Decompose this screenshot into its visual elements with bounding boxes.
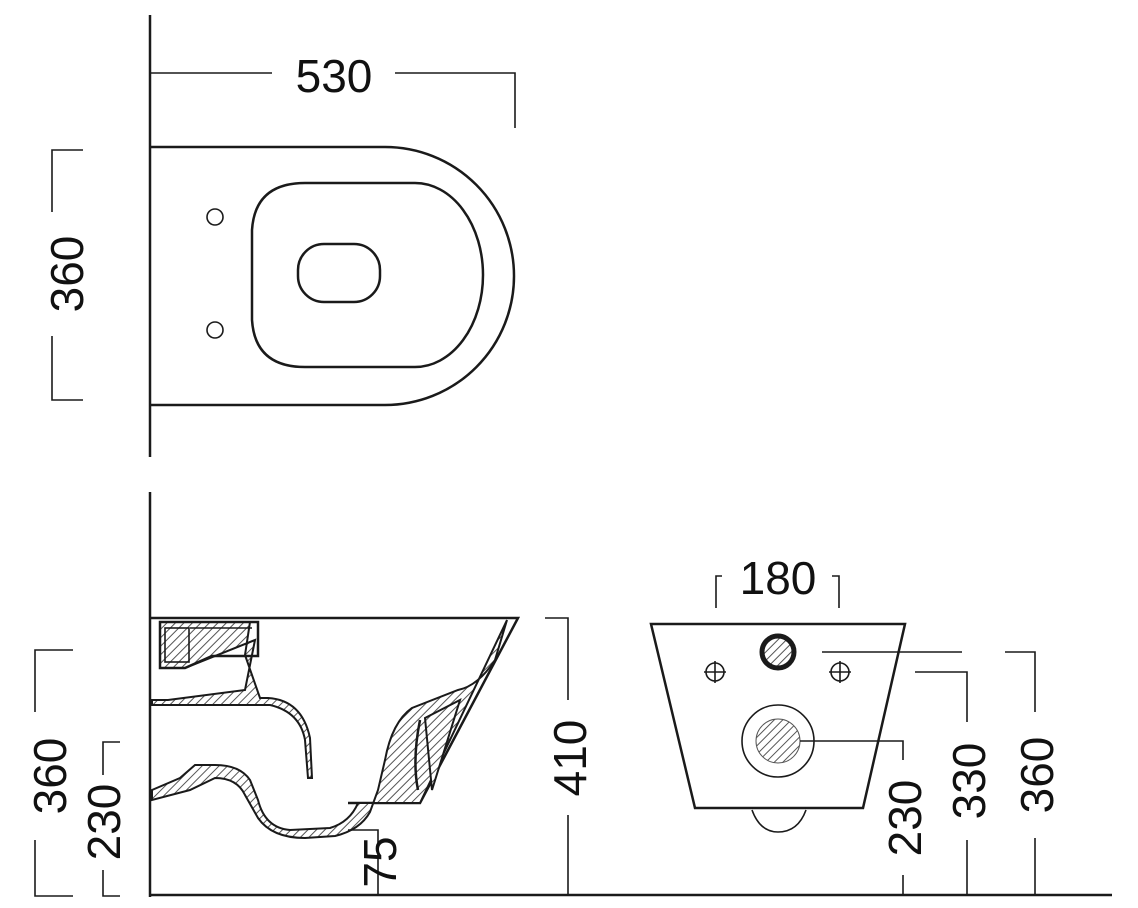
dim-label-rear-height-bolts: 330 [943,743,995,820]
water-inlet [759,633,797,671]
side-view: 360 230 75 410 [24,492,1112,897]
dim-label-side-height-outlet: 230 [78,784,130,861]
rear-fixing-hole-left [704,661,726,683]
dim-top-width: 360 [41,149,93,401]
drain-outlet [755,718,801,764]
dim-rear-height-total: 360 [822,651,1063,895]
dim-side-outlet-offset: 75 [348,829,406,895]
dim-label-side-height-rim: 410 [544,720,596,797]
rear-outline [649,622,907,810]
rear-view: 180 230 330 360 [649,552,1063,895]
dim-label-top-length: 530 [296,50,373,102]
dim-side-height-total: 360 [24,649,76,897]
dim-label-rear-bolt-spacing: 180 [740,552,817,604]
ceramic-section-front [151,619,508,840]
dim-side-height-rim: 410 [544,617,596,895]
dim-top-length: 530 [150,50,516,128]
fixing-hole-top [206,208,224,226]
top-view: 530 360 [41,15,516,457]
front-cavity-line [414,719,422,791]
front-cavity-hatch [423,698,462,791]
bowl-outline [150,145,516,407]
rear-fixing-hole-right [829,661,851,683]
dim-rear-height-outlet: 230 [800,740,931,895]
dim-label-rear-height-outlet: 230 [879,780,931,857]
dim-label-side-height-total: 360 [24,738,76,815]
dim-label-side-outlet-offset: 75 [354,836,406,887]
dim-rear-bolt-spacing: 180 [715,552,840,608]
fixing-hole-bottom [206,321,224,339]
trapway-section [151,621,314,779]
seat-opening [250,181,485,369]
dim-side-height-outlet: 230 [78,741,130,897]
flush-inlet [164,627,190,663]
rear-outlet-bottom [751,809,807,833]
dim-label-rear-height-total: 360 [1011,737,1063,814]
dim-label-top-width: 360 [41,236,93,313]
dim-rear-height-bolts: 330 [915,671,995,895]
drain-opening [296,242,382,304]
flush-channel [158,620,260,670]
